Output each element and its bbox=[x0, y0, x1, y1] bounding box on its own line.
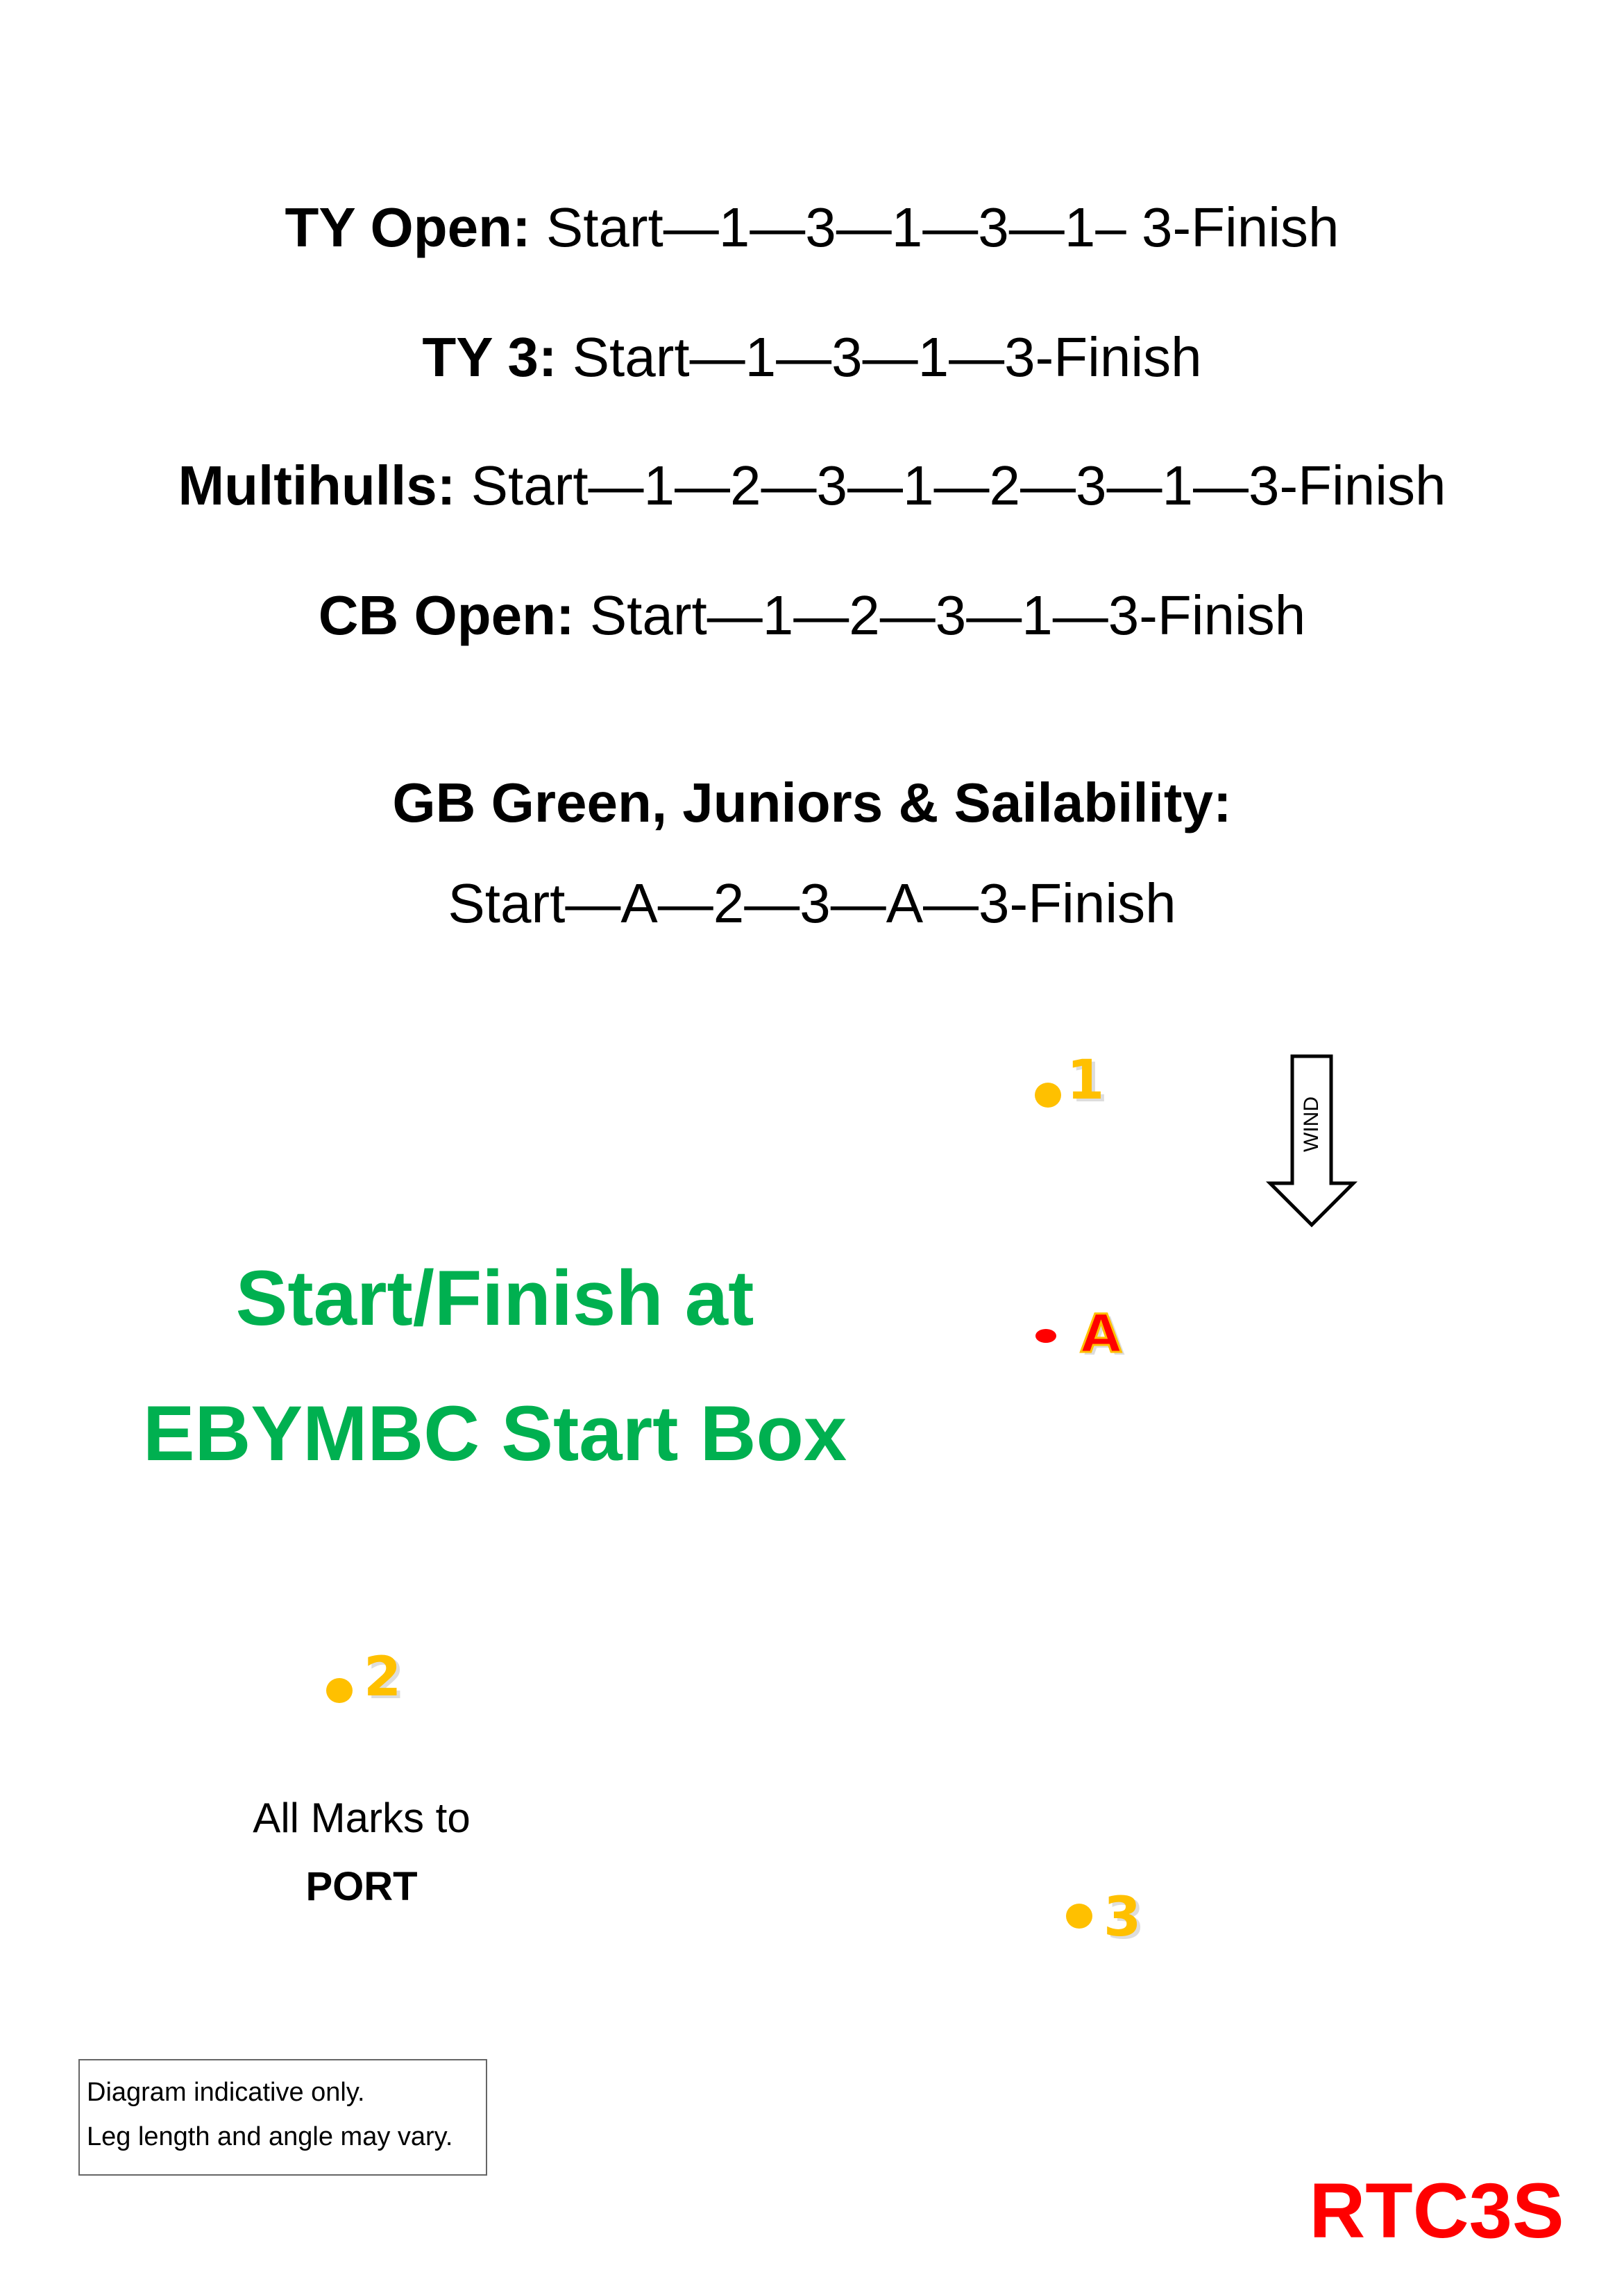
route-course: Start—1—3—1—3-Finish bbox=[557, 326, 1202, 388]
route-cb-open: CB Open: Start—1—2—3—1—3-Finish bbox=[0, 588, 1624, 643]
wind-label: WIND bbox=[1300, 1096, 1323, 1152]
mark-a-dot bbox=[1035, 1329, 1056, 1343]
mark-1-label: 1 bbox=[1067, 1049, 1105, 1112]
route-gb-course: Start—A—2—3—A—3-Finish bbox=[448, 872, 1176, 934]
route-course: Start—1—3—1—3—1– 3-Finish bbox=[530, 196, 1339, 258]
mark-3-label: 3 bbox=[1103, 1886, 1142, 1949]
start-finish-line1: Start/Finish at bbox=[235, 1255, 754, 1341]
route-label: TY Open: bbox=[285, 196, 531, 258]
start-finish-line2: EBYMBC Start Box bbox=[142, 1390, 847, 1477]
route-multihulls: Multihulls: Start—1—2—3—1—2—3—1—3-Finish bbox=[0, 458, 1624, 514]
mark-2-dot bbox=[326, 1678, 353, 1703]
route-label: CB Open: bbox=[318, 584, 575, 646]
mark-a-label: A bbox=[1080, 1303, 1123, 1364]
mark-2-label: 2 bbox=[364, 1646, 402, 1709]
route-ty3: TY 3: Start—1—3—1—3-Finish bbox=[0, 330, 1624, 385]
route-ty-open: TY Open: Start—1—3—1—3—1– 3-Finish bbox=[0, 200, 1624, 255]
disclaimer-box: Diagram indicative only. Leg length and … bbox=[78, 2059, 487, 2176]
course-code: RTC3S bbox=[1309, 2167, 1564, 2254]
disclaimer-line2: Leg length and angle may vary. bbox=[87, 2122, 453, 2151]
rounding-line2: PORT bbox=[305, 1864, 418, 1909]
route-course: Start—1—2—3—1—3-Finish bbox=[574, 584, 1306, 646]
route-label: GB Green, Juniors & Sailability: bbox=[392, 772, 1232, 833]
rounding-line1: All Marks to bbox=[253, 1795, 471, 1841]
disclaimer-line1: Diagram indicative only. bbox=[87, 2078, 365, 2107]
route-label: Multihulls: bbox=[178, 455, 456, 516]
route-gb-label: GB Green, Juniors & Sailability: bbox=[0, 775, 1624, 831]
route-label: TY 3: bbox=[422, 326, 557, 388]
route-course: Start—1—2—3—1—2—3—1—3-Finish bbox=[455, 455, 1446, 516]
mark-1-dot bbox=[1035, 1083, 1061, 1108]
mark-3-dot bbox=[1066, 1904, 1092, 1929]
